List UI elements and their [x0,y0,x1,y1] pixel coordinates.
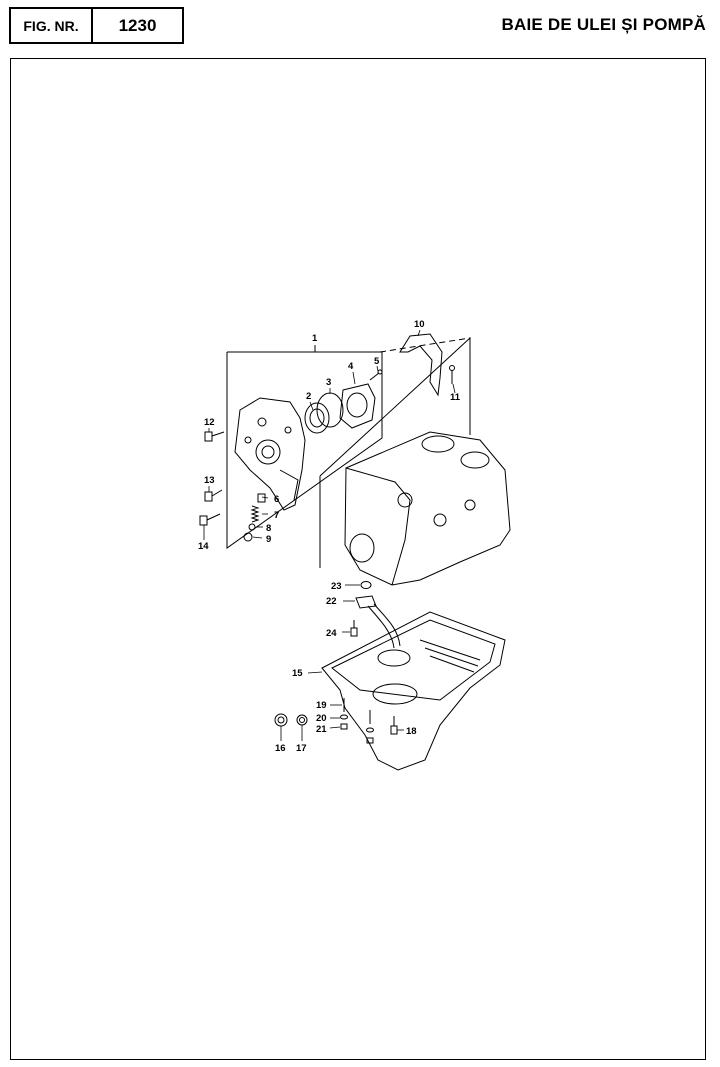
oil-pan [321,611,506,771]
oil-pan-bolt [390,716,398,735]
pump-bolt-12 [204,431,225,442]
pickup-washer [360,581,372,589]
callout-18: 18 [406,726,417,737]
oil-pan-stud [343,698,371,724]
callout-13: 13 [204,475,215,486]
callout-labels: 1 2 3 4 5 6 7 8 9 10 11 12 13 14 15 16 1… [198,319,461,754]
page-title: BAIE DE ULEI ȘI POMPĂ [501,15,706,34]
oil-pump-cover [339,383,376,429]
figure-number: 1230 [118,15,157,35]
callout-10: 10 [414,319,425,330]
relief-valve-plug [243,532,253,542]
callout-16: 16 [275,743,286,754]
leader-lines [203,329,456,741]
callout-7: 7 [274,510,279,521]
callout-15: 15 [292,668,303,679]
callout-23: 23 [331,581,342,592]
oil-pan-nut [340,723,374,744]
callout-17: 17 [296,743,307,754]
oil-pump-group-frame [226,345,383,549]
callout-1: 1 [312,333,318,344]
oil-pump-body [234,397,306,511]
pump-bolt-14 [199,513,221,526]
oil-pan-washer [340,714,374,733]
relief-valve-plunger [257,493,266,503]
callout-20: 20 [316,713,327,724]
callout-6: 6 [274,494,279,505]
figure-label: FIG. NR. [11,9,93,42]
callout-22: 22 [326,596,337,607]
cover-screw [369,369,383,381]
callout-24: 24 [326,628,337,639]
figure-number-box: FIG. NR. 1230 [9,7,184,44]
strainer-bolt [350,620,358,637]
oil-strainer [355,595,411,667]
drain-plug [274,713,288,727]
timing-cover [399,333,443,397]
drain-plug-gasket [296,714,308,726]
relief-valve-spring [250,505,260,523]
callout-21: 21 [316,724,327,735]
callout-5: 5 [374,356,380,367]
cylinder-block [344,431,511,586]
callout-8: 8 [266,523,271,534]
callout-9: 9 [266,534,271,545]
callout-11: 11 [450,392,461,403]
callout-19: 19 [316,700,327,711]
timing-cover-bolt [449,365,455,384]
pump-bolt-13 [204,489,223,502]
callout-12: 12 [204,417,215,428]
relief-valve-washer [248,523,256,531]
callout-3: 3 [326,377,331,388]
callout-4: 4 [348,361,354,372]
callout-2: 2 [306,391,311,402]
diagram-frame [10,58,706,1060]
cylinder-block-frame [319,336,471,568]
callout-14: 14 [198,541,209,552]
